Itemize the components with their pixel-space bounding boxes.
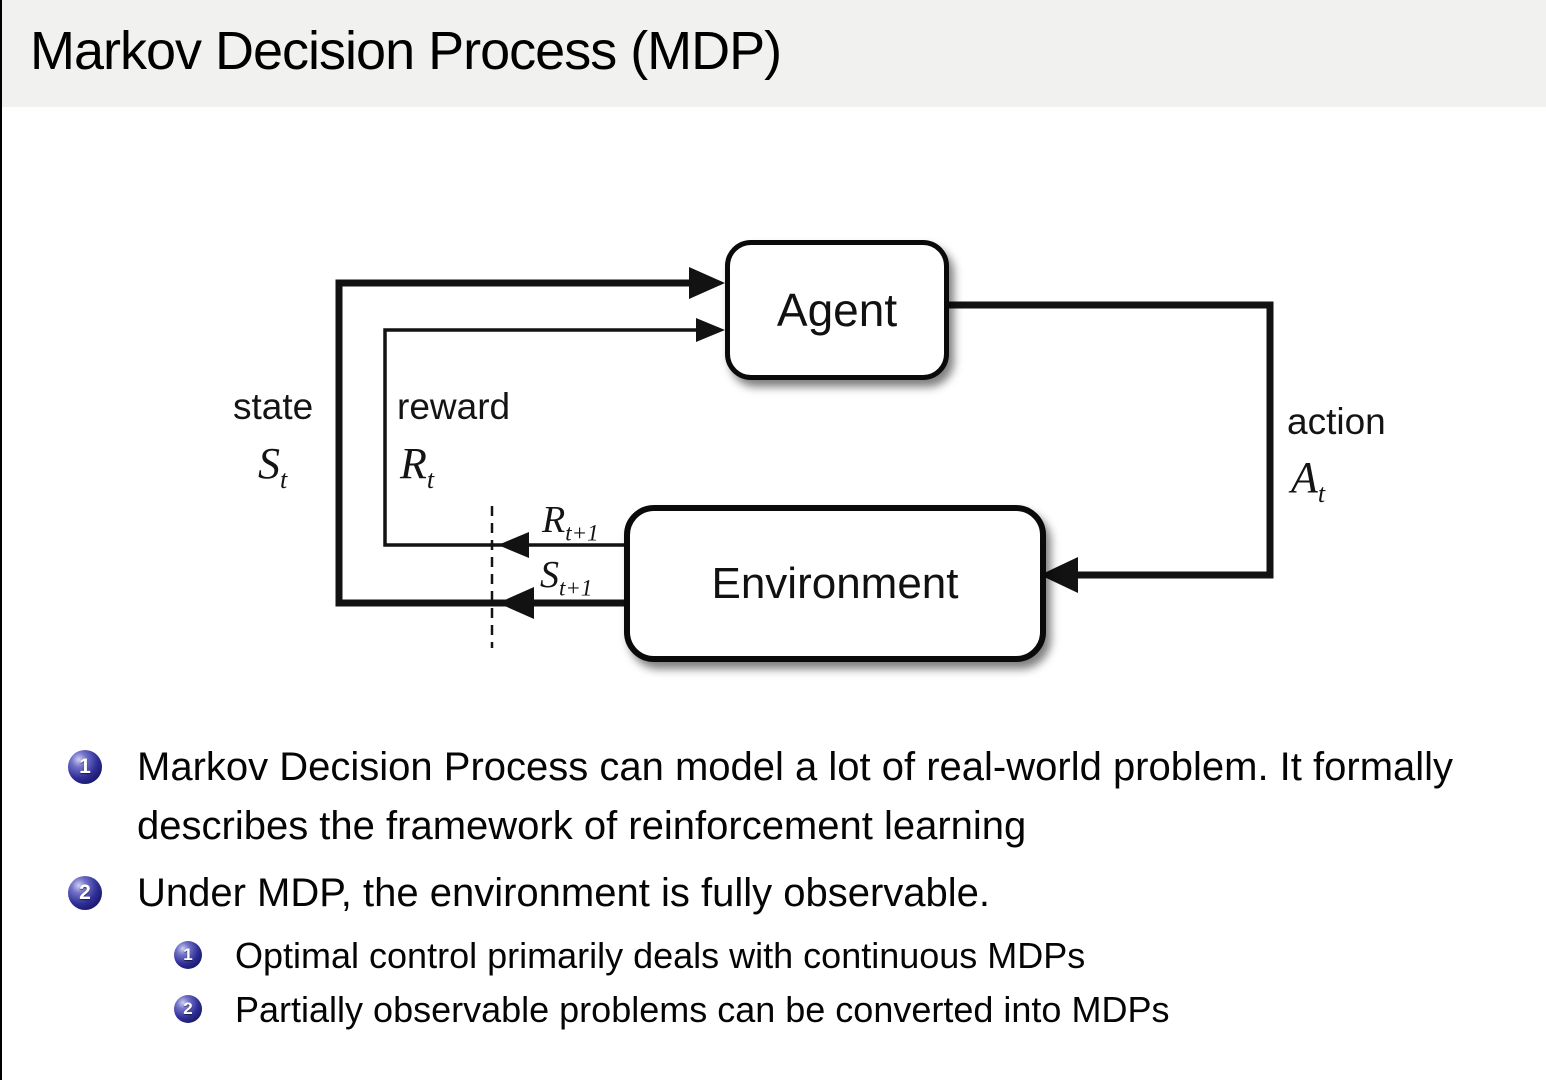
- bullet-text: Markov Decision Process can model a lot …: [137, 745, 1454, 848]
- next-state-arrowhead: [498, 587, 534, 619]
- next-state-subscript: t+1: [559, 575, 593, 601]
- list-item: 2 Partially observable problems can be c…: [174, 983, 1528, 1037]
- sub-bullet-text: Optimal control primarily deals with con…: [235, 935, 1086, 976]
- action-symbol-letter: A: [1291, 453, 1318, 502]
- action-symbol-subscript: t: [1317, 478, 1326, 508]
- next-reward-letter: R: [542, 499, 566, 541]
- state-label: state: [233, 386, 314, 427]
- state-symbol-letter: S: [258, 439, 280, 488]
- bullet-list: 1 Markov Decision Process can model a lo…: [68, 738, 1528, 1037]
- sub-bullet-text: Partially observable problems can be con…: [235, 989, 1170, 1030]
- action-flow-line: [932, 301, 1274, 579]
- frame-title-bar: Markov Decision Process (MDP): [2, 0, 1546, 107]
- environment-box: Environment: [624, 505, 1046, 662]
- list-item: 1 Markov Decision Process can model a lo…: [68, 738, 1528, 856]
- next-state-symbol: St+1: [540, 553, 592, 600]
- list-item: 1 Optimal control primarily deals with c…: [174, 929, 1528, 983]
- bullet-text: Under MDP, the environment is fully obse…: [137, 871, 991, 915]
- reward-symbol-letter: R: [400, 439, 427, 488]
- action-label: action: [1287, 401, 1386, 442]
- bullet-ball-icon: 1: [68, 750, 102, 784]
- next-state-letter: S: [540, 554, 559, 596]
- action-arrowhead-into-environment: [1040, 557, 1078, 593]
- sub-bullet-list: 1 Optimal control primarily deals with c…: [174, 929, 1528, 1037]
- sub-bullet-ball-icon: 2: [174, 995, 202, 1023]
- state-symbol-subscript: t: [280, 464, 288, 494]
- sub-bullet-ball-icon: 1: [174, 941, 202, 969]
- environment-box-label: Environment: [711, 558, 959, 608]
- next-reward-symbol: Rt+1: [542, 498, 599, 545]
- state-flow-line: [335, 279, 716, 607]
- reward-symbol: Rt: [400, 438, 434, 492]
- next-reward-subscript: t+1: [565, 520, 599, 546]
- next-reward-arrowhead: [498, 532, 529, 558]
- action-symbol: At: [1291, 452, 1325, 506]
- bullet-ball-icon: 2: [68, 876, 102, 910]
- reward-label: reward: [397, 386, 511, 427]
- slide-title: Markov Decision Process (MDP): [30, 21, 782, 81]
- state-arrowhead-into-agent: [689, 267, 725, 299]
- state-symbol: St: [258, 438, 287, 492]
- agent-box: Agent: [725, 240, 949, 380]
- reward-arrowhead-into-agent: [696, 318, 725, 342]
- agent-box-label: Agent: [776, 284, 898, 336]
- reward-symbol-subscript: t: [426, 464, 435, 494]
- list-item: 2 Under MDP, the environment is fully ob…: [68, 864, 1528, 923]
